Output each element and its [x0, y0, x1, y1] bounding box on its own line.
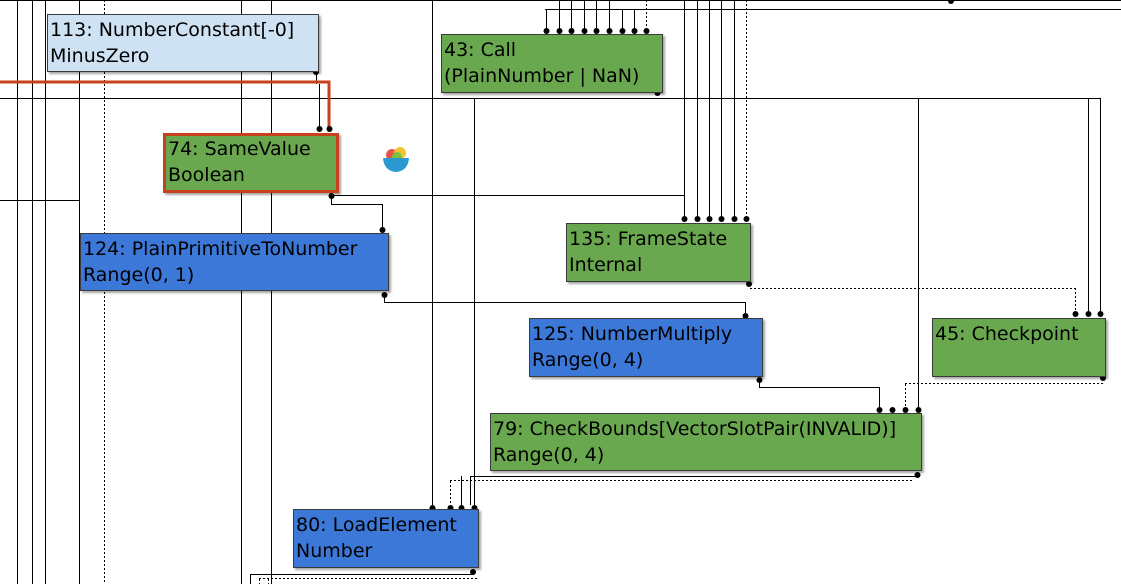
node-124-plain-primitive-to-number[interactable]: 124: PlainPrimitiveToNumber Range(0, 1) — [80, 233, 389, 291]
node-title: 80: LoadElement — [296, 514, 457, 536]
node-title: 79: CheckBounds[VectorSlotPair(INVALID)] — [493, 418, 897, 440]
node-title: 125: NumberMultiply — [532, 323, 733, 345]
node-title: 43: Call — [444, 39, 517, 61]
node-title: 135: FrameState — [569, 228, 728, 250]
node-type: Range(0, 4) — [493, 444, 605, 466]
node-135-frame-state[interactable]: 135: FrameState Internal — [566, 223, 751, 282]
fruit-bowl-icon — [383, 147, 409, 172]
node-113-number-constant[interactable]: 113: NumberConstant[-0] MinusZero — [47, 14, 319, 72]
node-title: 113: NumberConstant[-0] — [50, 19, 295, 41]
node-79-check-bounds[interactable]: 79: CheckBounds[VectorSlotPair(INVALID)]… — [490, 413, 922, 471]
node-type: Number — [296, 540, 373, 562]
node-125-number-multiply[interactable]: 125: NumberMultiply Range(0, 4) — [529, 318, 763, 377]
node-title: 45: Checkpoint — [935, 323, 1079, 345]
node-74-same-value[interactable]: 74: SameValue Boolean — [163, 133, 339, 193]
node-title: 124: PlainPrimitiveToNumber — [83, 238, 358, 260]
node-type: (PlainNumber | NaN) — [444, 65, 640, 87]
node-type: Boolean — [168, 164, 245, 186]
node-type: Range(0, 4) — [532, 349, 644, 371]
node-43-call[interactable]: 43: Call (PlainNumber | NaN) — [441, 34, 663, 93]
node-80-load-element[interactable]: 80: LoadElement Number — [293, 509, 479, 568]
node-type: Range(0, 1) — [83, 264, 195, 286]
node-title: 74: SameValue — [168, 138, 311, 160]
node-type: MinusZero — [50, 45, 150, 67]
node-type: Internal — [569, 254, 643, 276]
node-45-checkpoint[interactable]: 45: Checkpoint — [932, 318, 1106, 377]
